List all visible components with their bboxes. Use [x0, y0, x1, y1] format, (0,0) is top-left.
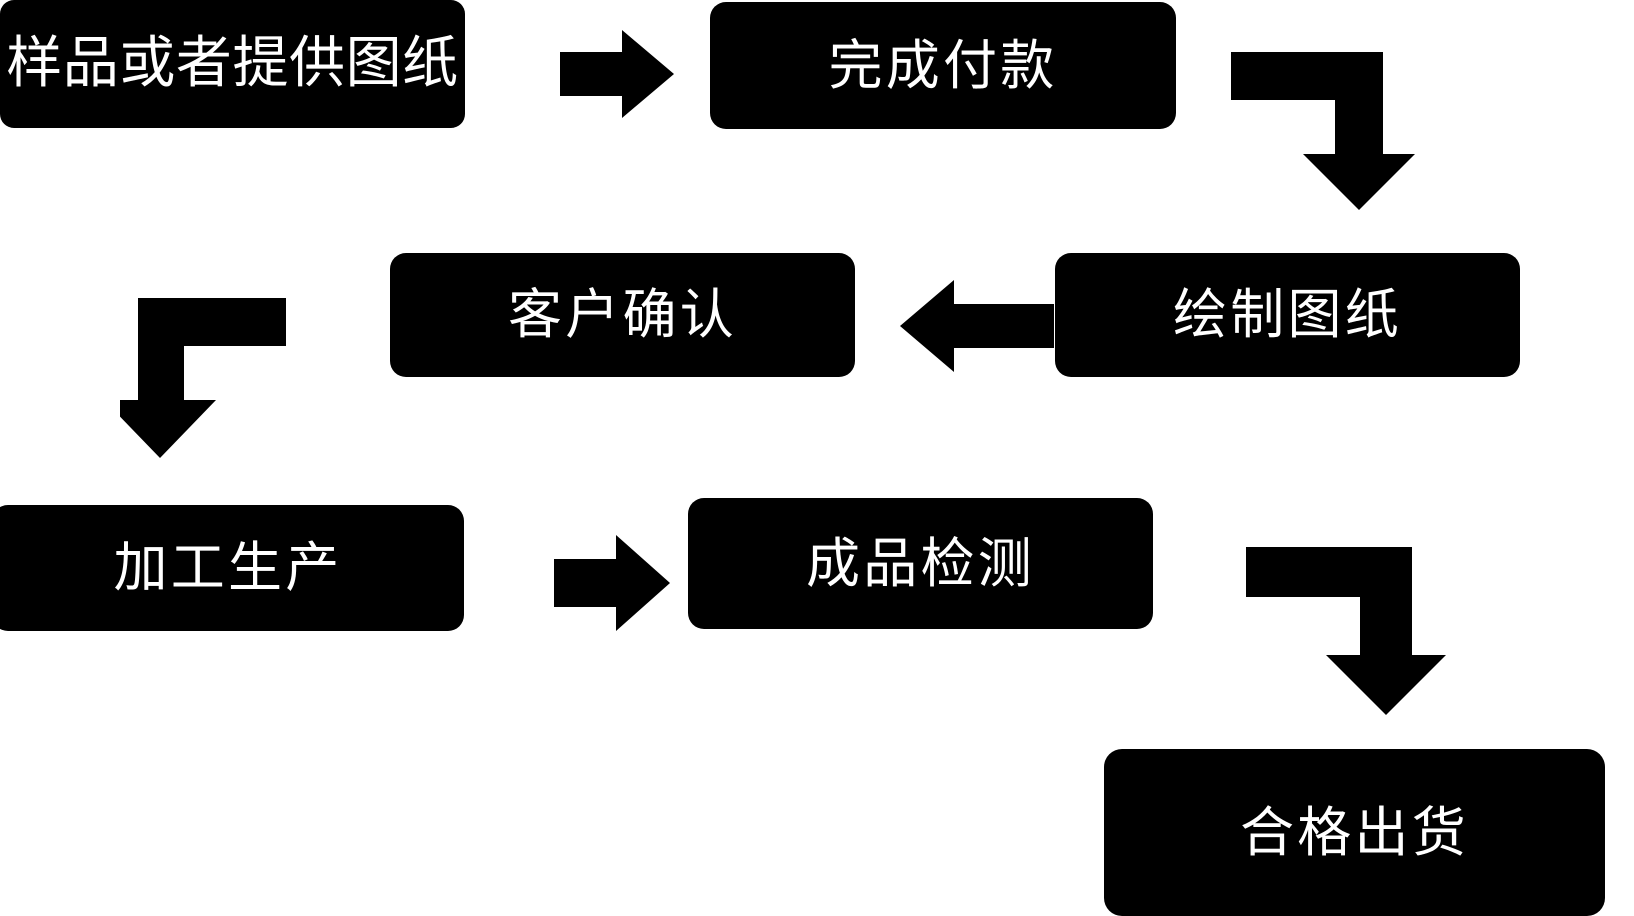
flow-node-label: 合格出货 [1240, 800, 1469, 864]
flow-node-drawing[interactable]: 绘制图纸 [1055, 253, 1520, 377]
flow-node-label: 样品或者提供图纸 [6, 31, 459, 97]
flow-node-label: 客户确认 [508, 283, 737, 347]
arrow-left-icon [900, 280, 1060, 372]
flow-node-label: 绘制图纸 [1173, 283, 1402, 347]
arrow-right-icon [530, 535, 680, 631]
arrow-elbow-down-icon [120, 288, 320, 460]
flow-node-shipping[interactable]: 合格出货 [1104, 749, 1605, 916]
flow-node-confirm[interactable]: 客户确认 [390, 253, 855, 377]
arrow-elbow-down-icon [1225, 42, 1445, 212]
flow-node-label: 加工生产 [113, 536, 343, 600]
flow-node-payment[interactable]: 完成付款 [710, 2, 1176, 129]
flow-node-label: 完成付款 [828, 33, 1058, 97]
flow-node-sample[interactable]: 样品或者提供图纸 [0, 0, 465, 128]
flow-node-label: 成品检测 [806, 531, 1035, 595]
arrow-elbow-down-icon [1240, 535, 1470, 720]
flow-node-inspection[interactable]: 成品检测 [688, 498, 1153, 629]
arrow-right-icon [536, 30, 676, 118]
flow-node-production[interactable]: 加工生产 [0, 505, 464, 631]
